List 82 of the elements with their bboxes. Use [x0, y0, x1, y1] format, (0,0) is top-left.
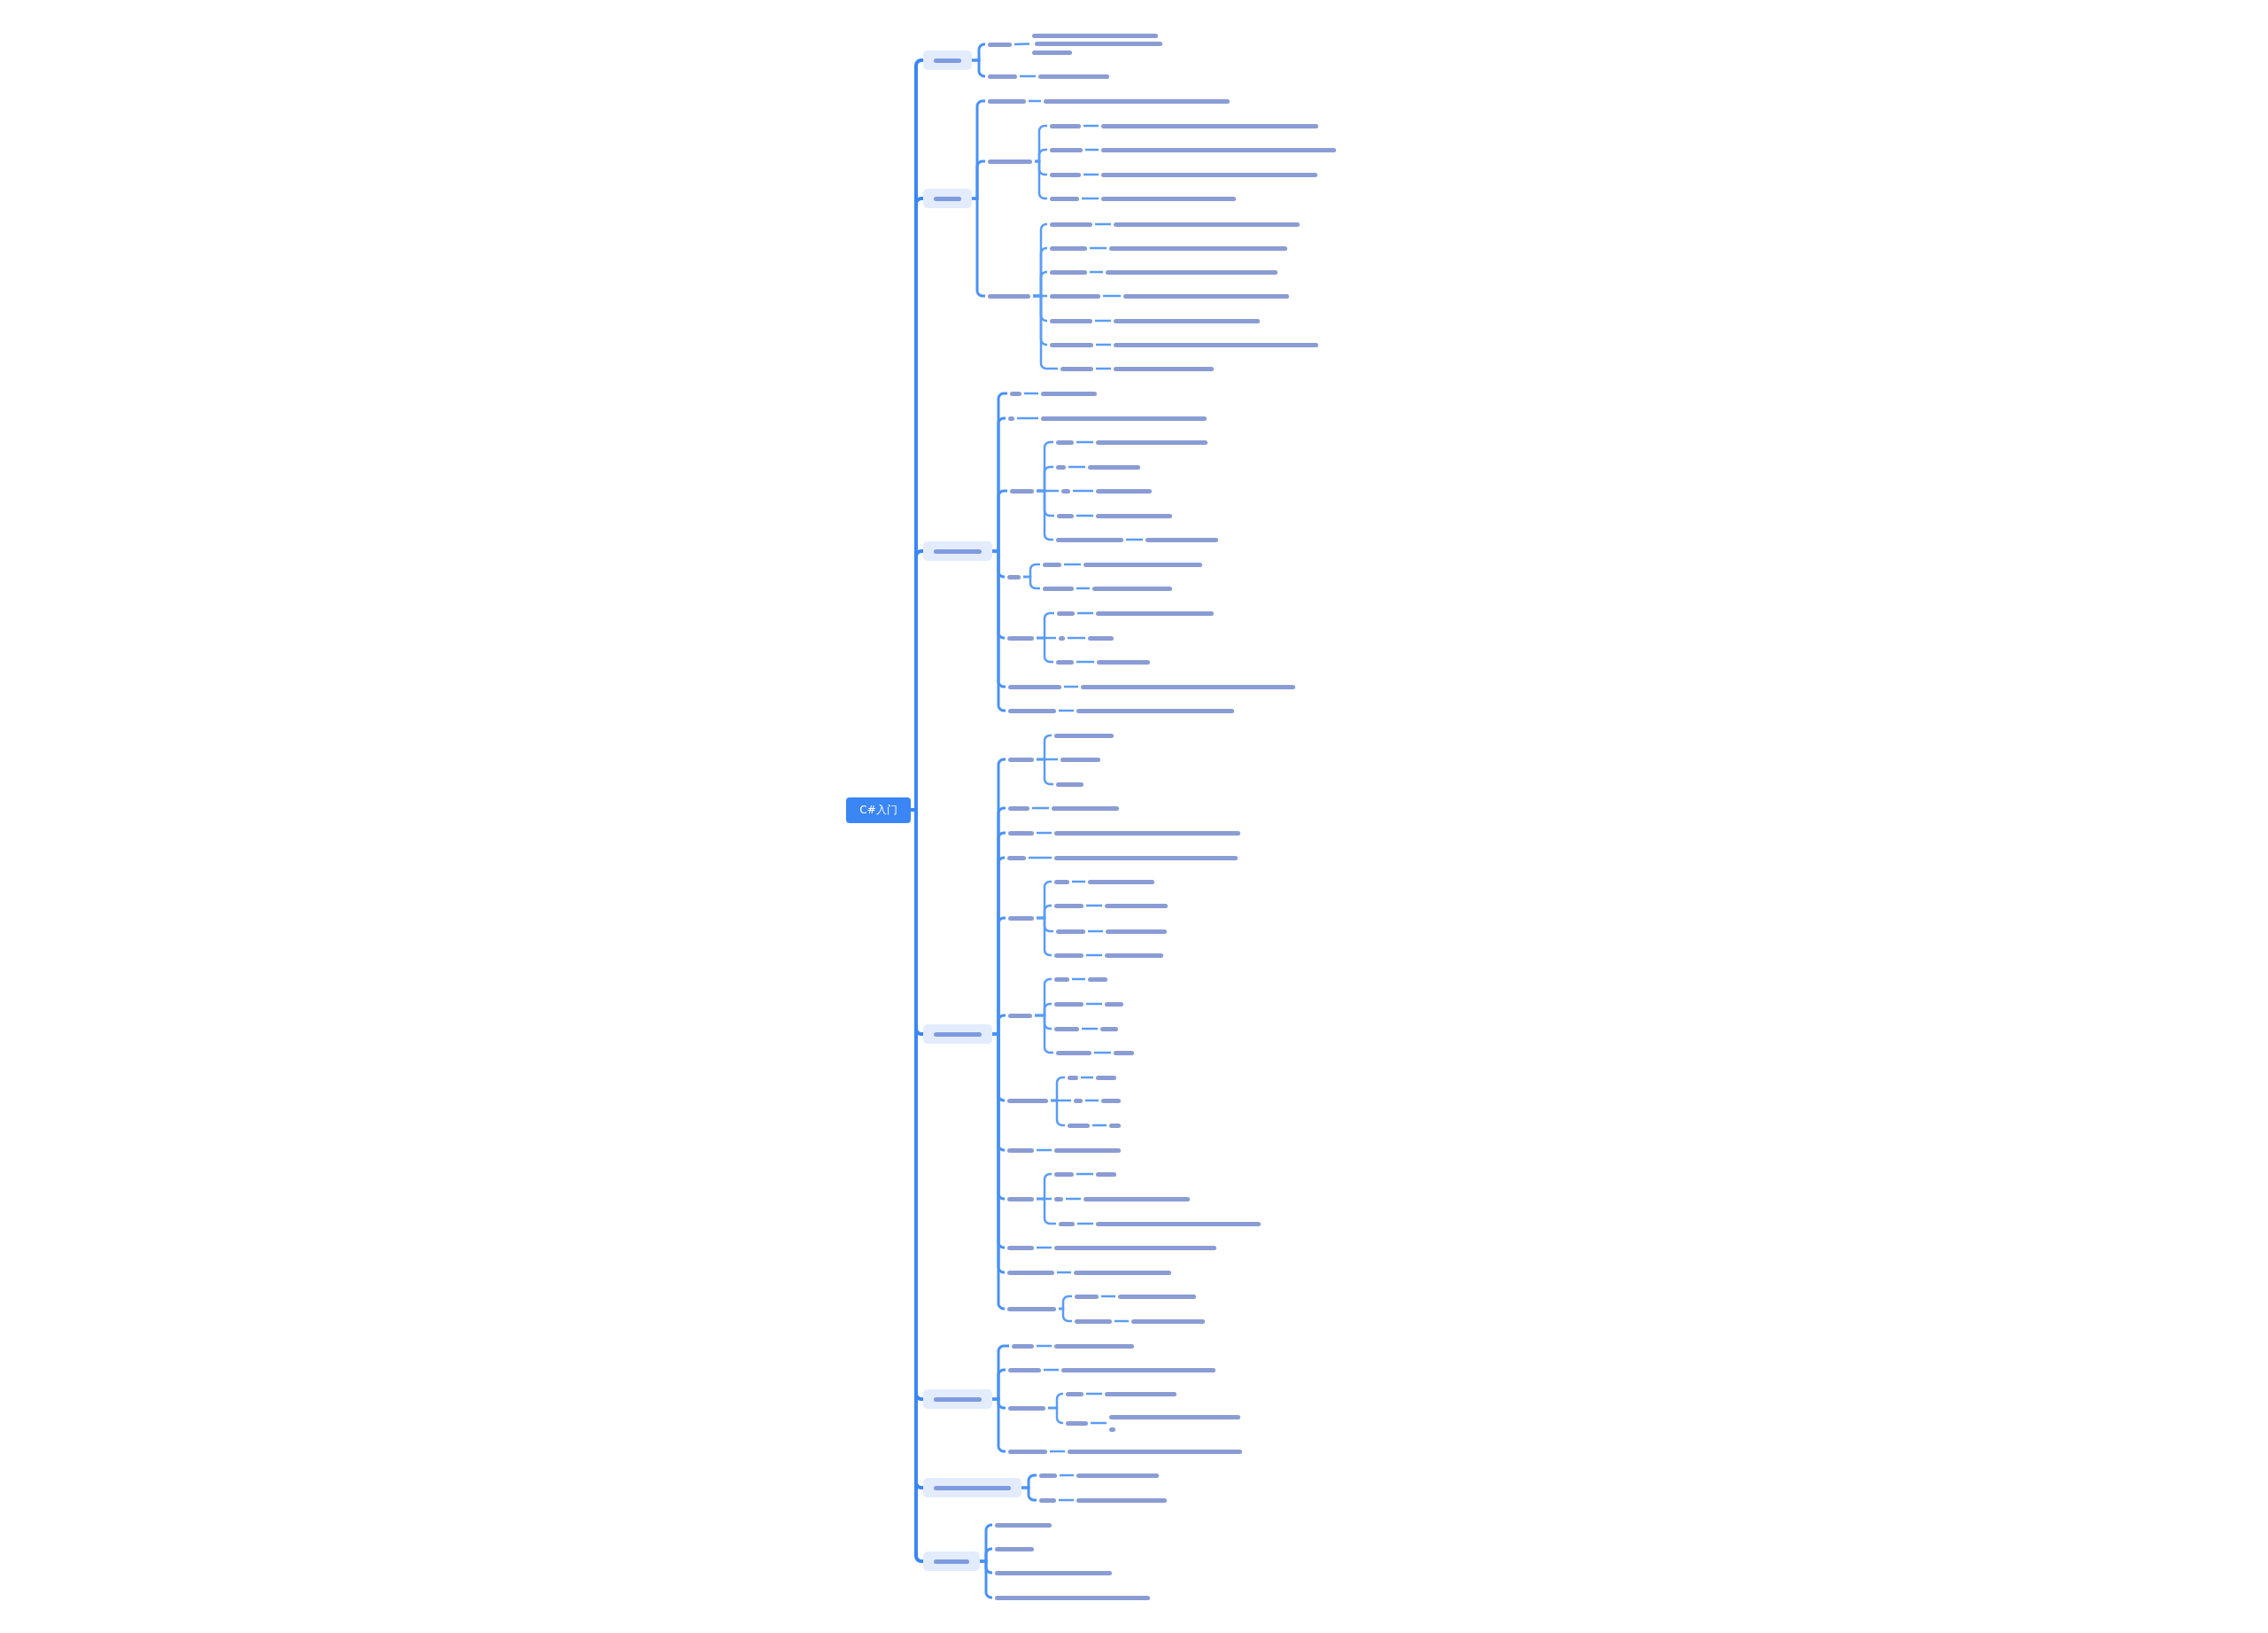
- branch-line: [1059, 1498, 1074, 1502]
- topic-box: [923, 1389, 992, 1409]
- branch-line: [1024, 392, 1038, 395]
- topic-box: [923, 1024, 992, 1044]
- branch-line: [1037, 636, 1053, 664]
- branch-line: [1020, 74, 1036, 78]
- topic-box: [923, 1478, 1021, 1497]
- branch-line: [1082, 197, 1099, 200]
- branch-line: [1032, 806, 1049, 810]
- branch-line: [1029, 99, 1041, 103]
- branch-line: [1086, 1392, 1102, 1396]
- branch-line: [1084, 173, 1099, 176]
- branch-line: [1090, 270, 1103, 274]
- branch-line: [1037, 1246, 1052, 1249]
- branch-line: [1081, 1076, 1093, 1079]
- branch-line: [1095, 222, 1111, 226]
- branch-line: [1029, 856, 1052, 859]
- branch-line: [1091, 1421, 1107, 1425]
- branch-line: [1017, 416, 1038, 420]
- branch-line: [1073, 489, 1093, 493]
- branch-line: [1103, 294, 1121, 298]
- branch-line: [1057, 1271, 1071, 1274]
- branch-line: [1072, 977, 1085, 981]
- branch-line: [1035, 159, 1047, 200]
- branch-line: [1076, 1172, 1093, 1176]
- branch-line: [1082, 1027, 1098, 1030]
- branch-line: [1037, 1344, 1052, 1348]
- branch-line: [1076, 587, 1090, 590]
- branch-line: [1037, 1197, 1056, 1225]
- branch-line: [1066, 1197, 1081, 1201]
- branch-line: [1126, 538, 1143, 541]
- topic-box: [923, 541, 992, 561]
- branch-line: [1076, 660, 1094, 664]
- branch-line: [1021, 1486, 1037, 1502]
- branch-line: [1060, 1474, 1074, 1477]
- branch-line: [1037, 831, 1052, 835]
- branch-line: [1077, 1222, 1093, 1225]
- branch-line: [1095, 319, 1111, 323]
- branch-line: [1084, 124, 1099, 128]
- branch-line: [1085, 148, 1099, 152]
- branch-line: [1092, 1124, 1107, 1127]
- topic-box: [923, 51, 972, 70]
- branch-line: [1115, 1319, 1129, 1323]
- branch-line: [980, 1559, 993, 1599]
- topic-box: [923, 1551, 980, 1571]
- branch-line: [1033, 294, 1058, 370]
- branch-line: [1086, 953, 1102, 957]
- branch-line: [972, 197, 985, 298]
- branch-line: [1059, 1307, 1072, 1323]
- branch-line: [1037, 1148, 1052, 1152]
- branch-line: [972, 58, 986, 78]
- branch-line: [1068, 636, 1085, 640]
- root-topic: C#入门: [846, 797, 911, 823]
- branch-line: [1068, 465, 1085, 469]
- topic-box: [923, 189, 972, 208]
- branch-line: [1048, 1406, 1064, 1425]
- branch-line: [1088, 929, 1103, 933]
- branch-line: [1064, 685, 1078, 688]
- branch-line: [992, 1397, 1006, 1453]
- branch-line: [1037, 489, 1053, 541]
- branch-line: [1076, 440, 1093, 444]
- branch-line: [1059, 709, 1074, 712]
- branch-line: [1077, 611, 1093, 615]
- branch-line: [1051, 1099, 1065, 1127]
- branch-line: [1037, 916, 1052, 957]
- branch-line: [1044, 1368, 1059, 1372]
- branch-line: [1085, 1099, 1099, 1102]
- branch-line: [1094, 1051, 1111, 1054]
- branch-line: [1086, 904, 1102, 907]
- branch-line: [1023, 575, 1040, 590]
- branch-line: [1064, 563, 1081, 566]
- branch-line: [1037, 758, 1053, 786]
- branch-line: [1101, 1295, 1115, 1298]
- branch-line: [1072, 880, 1085, 883]
- branch-line: [1096, 343, 1111, 346]
- branch-line: [1076, 514, 1093, 517]
- branch-line: [1096, 367, 1111, 370]
- branch-line: [1014, 43, 1030, 46]
- branch-line: [1035, 1014, 1053, 1054]
- branch-line: [1090, 246, 1107, 250]
- branch-line: [1086, 1002, 1102, 1006]
- branch-line: [1050, 1450, 1065, 1453]
